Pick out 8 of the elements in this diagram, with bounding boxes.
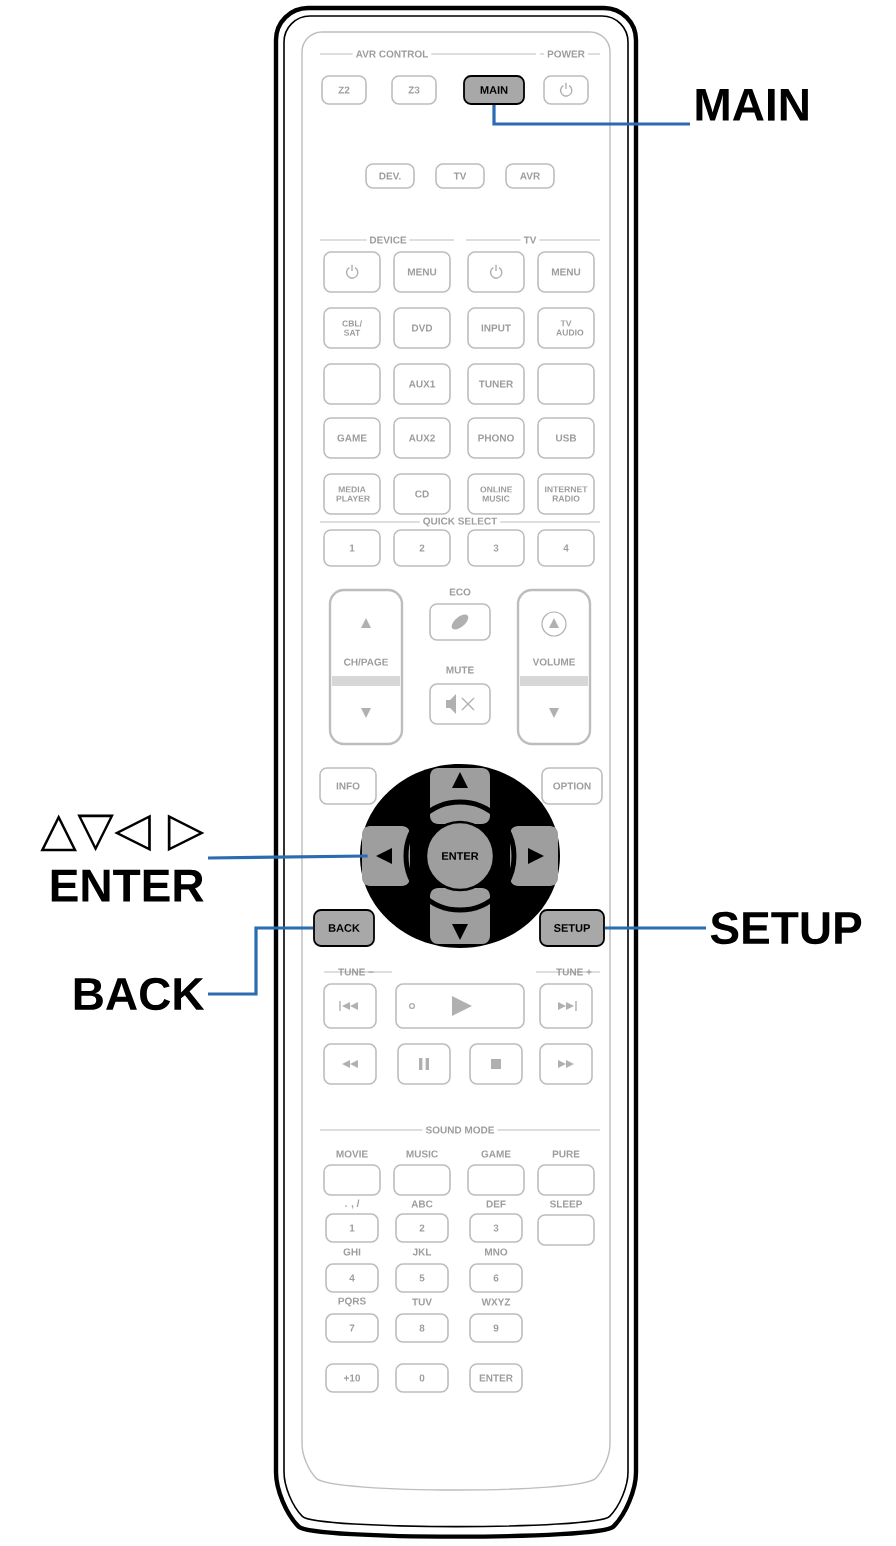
callout-text: SETUP: [710, 911, 862, 945]
leader-line: [604, 926, 706, 930]
callout-text: BACK: [74, 977, 205, 1011]
callout-text: MAIN: [696, 88, 808, 121]
leader-line: [207, 854, 368, 860]
callout-text: △▽◁ ▷ ENTER: [40, 814, 205, 902]
leader-line: [208, 926, 314, 996]
leader-line: [492, 104, 690, 126]
